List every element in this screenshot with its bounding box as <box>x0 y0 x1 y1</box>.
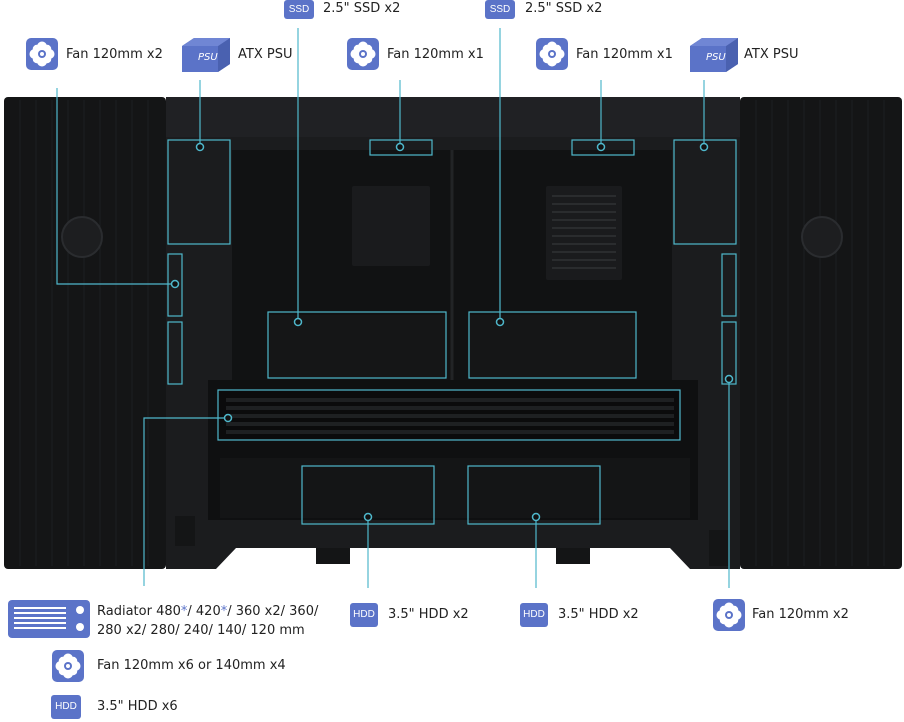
fan-right-label: Fan 120mm x2 <box>752 607 849 622</box>
hdd-left-label: 3.5" HDD x2 <box>388 607 469 622</box>
fan-icon <box>536 38 568 70</box>
radiator-label: Radiator 480*/ 420*/ 360 x2/ 360/ 280 x2… <box>97 604 319 638</box>
ssd-right-box <box>468 311 637 379</box>
radiator-icon <box>8 600 90 638</box>
fan-icon <box>26 38 58 70</box>
left-door-panel <box>4 97 166 569</box>
hdd-right-label: 3.5" HDD x2 <box>558 607 639 622</box>
ssd-left-label: 2.5" SSD x2 <box>323 1 401 16</box>
fan-icon <box>347 38 379 70</box>
psu-icon <box>690 38 738 72</box>
ssd-icon: SSD <box>485 0 515 19</box>
right-door-panel <box>740 97 902 569</box>
fan-icon <box>713 599 745 631</box>
hdd-right-box <box>467 465 601 525</box>
fan-mid-right-label: Fan 120mm x1 <box>576 47 673 62</box>
fan-icon <box>52 650 84 682</box>
psu-right-icon-text: PSU <box>706 52 726 63</box>
psu-right-label: ATX PSU <box>744 47 799 62</box>
ssd-icon: SSD <box>284 0 314 19</box>
ssd-left-box <box>267 311 447 379</box>
ssd-right-label: 2.5" SSD x2 <box>525 1 603 16</box>
psu-icon <box>182 38 230 72</box>
right-door-button <box>801 216 843 258</box>
fan-mid-left-label: Fan 120mm x1 <box>387 47 484 62</box>
fan-bottom-label: Fan 120mm x6 or 140mm x4 <box>97 658 286 673</box>
fan-top-left-box <box>369 139 433 156</box>
hdd-icon: HDD <box>350 603 378 627</box>
fan-top-right-box <box>571 139 635 156</box>
side-fan-left-2 <box>167 321 183 385</box>
fan-left-label: Fan 120mm x2 <box>66 47 163 62</box>
side-fan-left-1 <box>167 253 183 317</box>
psu-left-icon-text: PSU <box>198 52 218 63</box>
psu-right-box <box>673 139 737 245</box>
radiator-box <box>217 389 681 441</box>
hdd-icon: HDD <box>520 603 548 627</box>
psu-left-label: ATX PSU <box>238 47 293 62</box>
hdd-bottom-label: 3.5" HDD x6 <box>97 699 178 714</box>
psu-left-box <box>167 139 231 245</box>
side-fan-right-1 <box>721 253 737 317</box>
left-door-button <box>61 216 103 258</box>
hdd-icon: HDD <box>51 695 81 719</box>
